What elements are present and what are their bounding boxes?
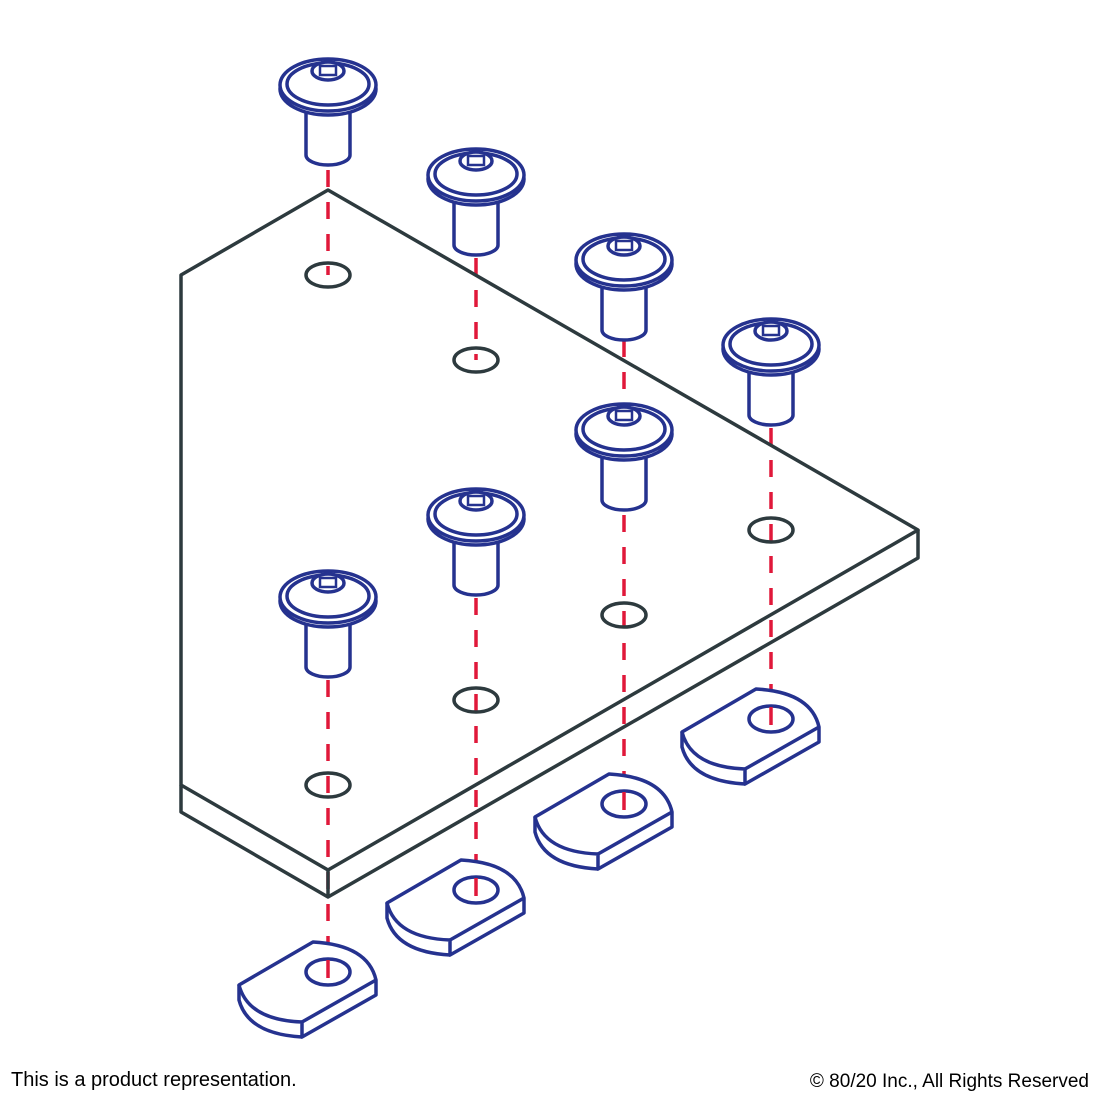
screw-shank — [452, 533, 500, 597]
screw-shank — [304, 615, 352, 679]
button-head-screw — [426, 147, 526, 257]
mounting-hole — [452, 686, 500, 714]
t-nut-top-edge — [301, 978, 377, 1024]
hex-socket-icon — [318, 64, 338, 77]
mounting-hole — [304, 261, 352, 289]
t-nut-body — [533, 772, 674, 871]
hex-socket-icon — [614, 239, 634, 252]
t-nut-front-face — [533, 817, 599, 871]
t-nut — [385, 858, 526, 957]
screws — [278, 57, 821, 679]
t-nut-body — [385, 858, 526, 957]
button-head-screw — [574, 232, 674, 342]
t-nut-body — [237, 940, 378, 1039]
button-head-screw — [721, 317, 821, 427]
t-nut-body — [680, 687, 821, 786]
screw-shank — [600, 448, 648, 512]
t-nut — [237, 940, 378, 1039]
gusset-plate — [179, 188, 920, 899]
t-nut — [680, 687, 821, 786]
hex-socket-icon — [761, 324, 781, 337]
screw-shank — [452, 193, 500, 257]
hex-socket-icon — [466, 494, 486, 507]
hex-socket-icon — [614, 409, 634, 422]
plate-top-face — [179, 188, 920, 872]
hex-socket-icon — [318, 576, 338, 589]
t-nut-top-edge — [744, 725, 820, 771]
copyright-text: © 80/20 Inc., All Rights Reserved — [809, 1071, 1089, 1092]
hex-socket-icon — [466, 154, 486, 167]
screw-shank — [304, 103, 352, 167]
mounting-hole — [452, 346, 500, 374]
mounting-hole — [747, 516, 795, 544]
t-nut — [533, 772, 674, 871]
screw-shank — [747, 363, 795, 427]
t-nuts — [237, 687, 821, 1039]
t-nut-front-face — [385, 903, 451, 957]
button-head-screw — [278, 569, 378, 679]
disclaimer-text: This is a product representation. — [11, 1069, 297, 1091]
button-head-screw — [278, 57, 378, 167]
button-head-screw — [574, 402, 674, 512]
alignment-guides — [326, 170, 773, 970]
mounting-hole — [304, 771, 352, 799]
t-nut-top-edge — [449, 896, 525, 942]
mounting-hole — [600, 601, 648, 629]
button-head-screw — [426, 487, 526, 597]
t-nut-front-face — [237, 985, 303, 1039]
t-nut-front-face — [680, 732, 746, 786]
screw-shank — [600, 278, 648, 342]
t-nut-top-edge — [597, 810, 673, 856]
